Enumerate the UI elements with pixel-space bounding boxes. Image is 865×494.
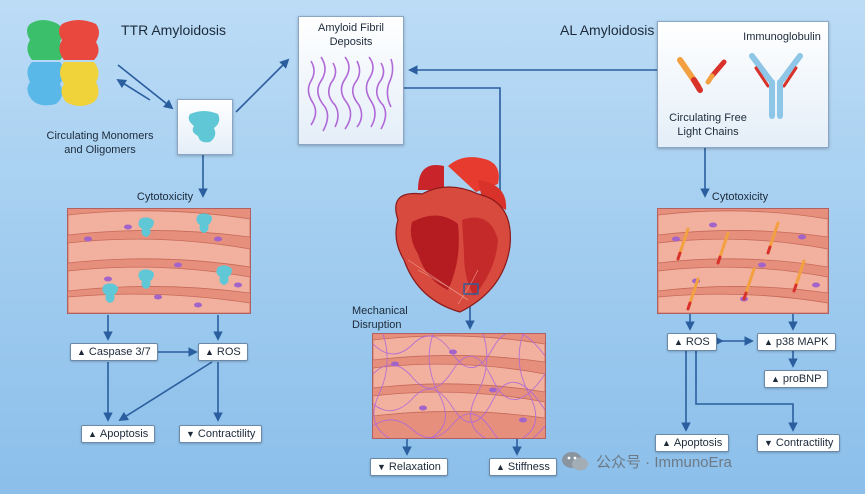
arrow-up-icon: ▲ xyxy=(771,374,780,384)
arrow-ros-to-apoptosis xyxy=(118,361,213,422)
tissue-left-art xyxy=(68,209,250,313)
arrow-monomer-to-tetramer xyxy=(116,78,151,101)
tissue-center xyxy=(372,333,546,439)
light-chain-icon xyxy=(677,57,727,93)
box-caspase: ▲Caspase 3/7 xyxy=(70,343,158,361)
tissue-right-art xyxy=(658,209,828,313)
box-stiffness: ▲Stiffness xyxy=(489,458,557,476)
tissue-center-art xyxy=(373,334,545,438)
box-ros-left: ▲ROS xyxy=(198,343,248,361)
arrow-up-icon: ▲ xyxy=(662,438,671,448)
fibril-icon xyxy=(307,56,394,132)
label-light-chains: Circulating Free Light Chains xyxy=(669,112,747,138)
arrow-ros-to-contractility-right xyxy=(695,351,798,432)
box-apoptosis-right: ▲Apoptosis xyxy=(655,434,730,452)
arrow-up-icon: ▲ xyxy=(674,337,683,347)
box-relaxation: ▼Relaxation xyxy=(370,458,448,476)
wechat-icon xyxy=(562,452,588,471)
monomer-icon xyxy=(188,111,220,143)
al-panel: Immunoglobulin Circulating Free Light Ch… xyxy=(657,21,829,148)
immunoglobulin-icon xyxy=(749,53,803,119)
label-immunoglobulin: Immunoglobulin xyxy=(743,31,821,43)
title-al: AL Amyloidosis xyxy=(560,22,655,38)
title-ttr: TTR Amyloidosis xyxy=(121,22,227,38)
arrow-up-icon: ▲ xyxy=(88,429,97,439)
label-cytotoxicity-right: Cytotoxicity xyxy=(711,191,769,203)
box-probnp: ▲proBNP xyxy=(764,370,829,388)
box-contractility-right: ▼Contractility xyxy=(757,434,841,452)
label-cytotoxicity-left: Cytotoxicity xyxy=(136,191,194,203)
arrow-down-icon: ▼ xyxy=(377,462,386,472)
tissue-left xyxy=(67,208,251,314)
box-contractility-left: ▼Contractility xyxy=(179,425,263,443)
box-ros-right: ▲ROS xyxy=(667,333,717,351)
arrow-down-icon: ▼ xyxy=(186,429,195,439)
box-apoptosis-left: ▲Apoptosis xyxy=(81,425,156,443)
fibril-panel: Amyloid Fibril Deposits xyxy=(298,16,404,145)
arrow-up-icon: ▲ xyxy=(764,337,773,347)
arrow-down-icon: ▼ xyxy=(764,438,773,448)
monomer-panel xyxy=(177,99,233,155)
ttr-tetramer-icon xyxy=(27,20,99,106)
label-monomers: Circulating Monomers and Oligomers xyxy=(46,130,154,156)
heart-icon xyxy=(395,157,511,313)
label-mechanical: Mechanical Disruption xyxy=(352,305,408,331)
arrow-up-icon: ▲ xyxy=(205,347,214,357)
arrow-tetramer-to-monomer xyxy=(117,64,174,110)
arrow-up-icon: ▲ xyxy=(77,347,86,357)
arrow-monomer-to-fibrils xyxy=(235,58,290,113)
tissue-right xyxy=(657,208,829,314)
arrow-up-icon: ▲ xyxy=(496,462,505,472)
label-fibril: Amyloid Fibril Deposits xyxy=(317,22,384,48)
watermark-text: 公众号 · ImmunoEra xyxy=(596,454,732,471)
box-p38: ▲p38 MAPK xyxy=(757,333,836,351)
